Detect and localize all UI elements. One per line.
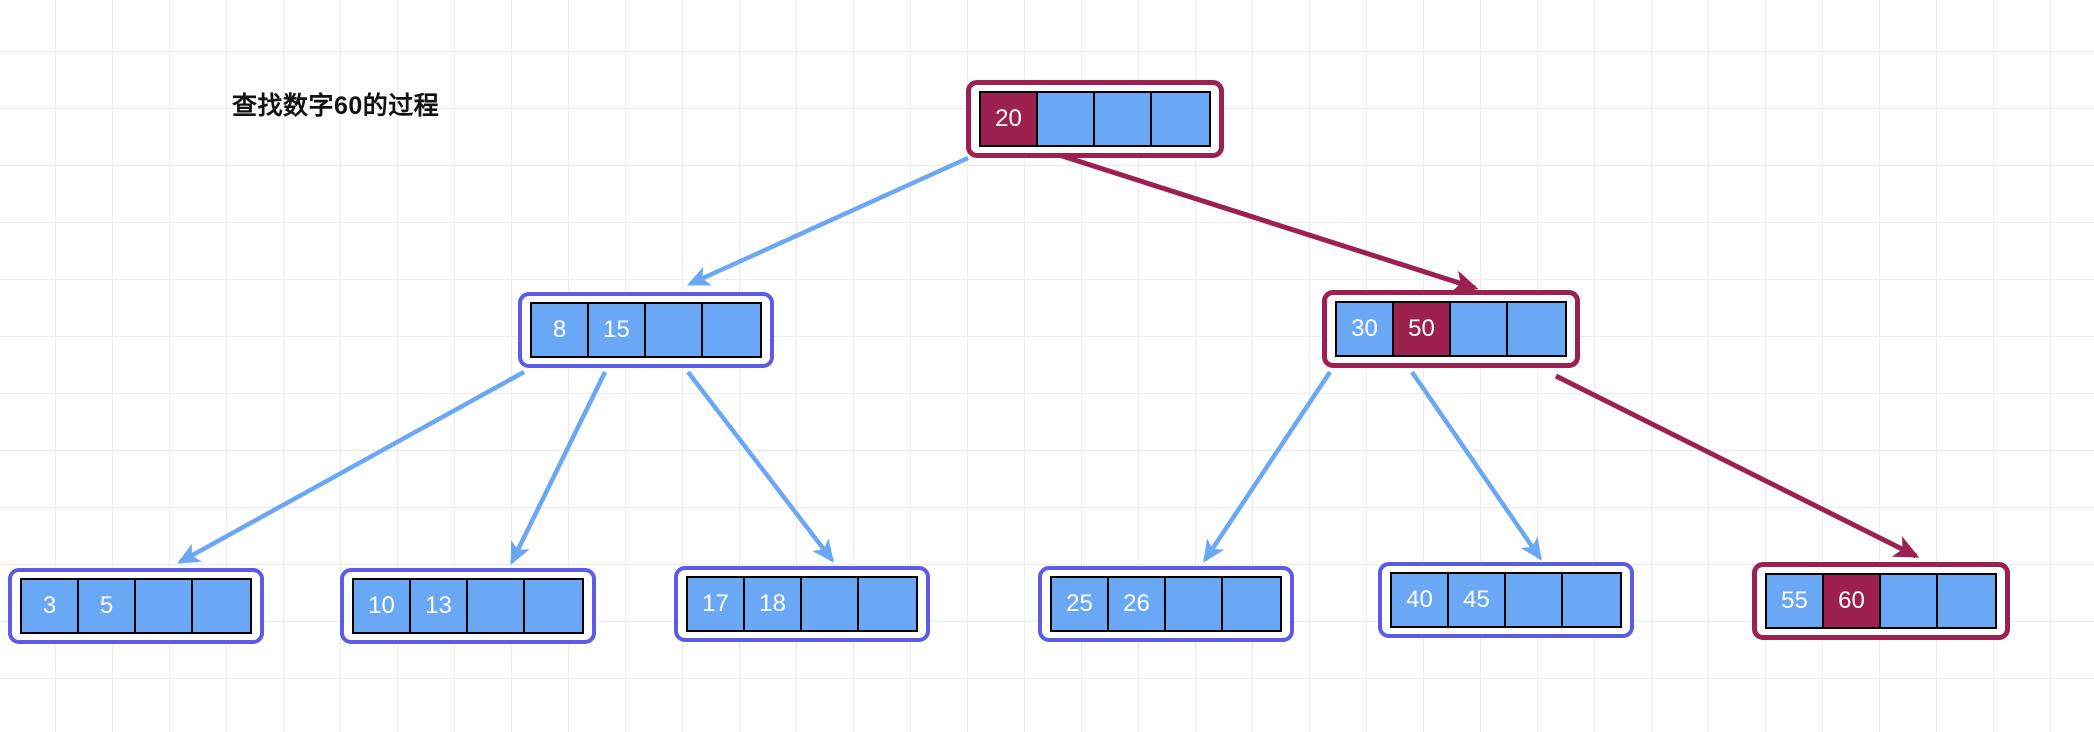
btree-cell-leaf-3-2[interactable] [802, 578, 859, 630]
btree-cell-root-0[interactable]: 20 [981, 93, 1038, 145]
btree-cell-root-2[interactable] [1095, 93, 1152, 145]
btree-cell-leaf-2-2[interactable] [468, 580, 525, 632]
page-title: 查找数字60的过程 [232, 92, 440, 120]
btree-cell-internal-right-3[interactable] [1508, 303, 1565, 355]
btree-edge-left-to-leaf3 [686, 370, 834, 563]
btree-cell-internal-right-2[interactable] [1451, 303, 1508, 355]
btree-cell-leaf-5-1[interactable]: 45 [1449, 574, 1506, 626]
btree-cell-leaf-1-2[interactable] [136, 580, 193, 632]
btree-cell-root-1[interactable] [1038, 93, 1095, 145]
btree-cell-leaf-5-3[interactable] [1563, 574, 1620, 626]
btree-cell-leaf-6-3[interactable] [1938, 575, 1995, 627]
btree-edge-root-to-left [687, 155, 969, 287]
btree-cell-leaf-1-0[interactable]: 3 [22, 580, 79, 632]
btree-cell-leaf-2-1[interactable]: 13 [411, 580, 468, 632]
btree-cell-leaf-5-0[interactable]: 40 [1392, 574, 1449, 626]
btree-cell-internal-right-1[interactable]: 50 [1394, 303, 1451, 355]
btree-cell-leaf-3-0[interactable]: 17 [688, 578, 745, 630]
btree-cell-leaf-6-2[interactable] [1881, 575, 1938, 627]
btree-cell-leaf-4-3[interactable] [1223, 578, 1280, 630]
btree-cell-leaf-4-2[interactable] [1166, 578, 1223, 630]
btree-cell-leaf-3-1[interactable]: 18 [745, 578, 802, 630]
btree-cell-row: 20 [979, 91, 1211, 147]
btree-cell-internal-left-1[interactable]: 15 [589, 304, 646, 356]
btree-cell-leaf-6-1[interactable]: 60 [1824, 575, 1881, 627]
btree-cell-leaf-1-1[interactable]: 5 [79, 580, 136, 632]
btree-edge-right-to-leaf4 [1203, 370, 1332, 563]
btree-cell-root-3[interactable] [1152, 93, 1209, 145]
btree-cell-leaf-4-0[interactable]: 25 [1052, 578, 1109, 630]
btree-cell-internal-left-0[interactable]: 8 [532, 304, 589, 356]
btree-cell-internal-left-2[interactable] [646, 304, 703, 356]
btree-node-root[interactable]: 20 [966, 80, 1224, 158]
btree-edge-left-to-leaf2 [509, 371, 608, 565]
btree-cell-leaf-1-3[interactable] [193, 580, 250, 632]
btree-cell-internal-left-3[interactable] [703, 304, 760, 356]
btree-cell-leaf-4-1[interactable]: 26 [1109, 578, 1166, 630]
btree-cell-leaf-2-3[interactable] [525, 580, 582, 632]
btree-cell-leaf-2-0[interactable]: 10 [354, 580, 411, 632]
btree-edge-left-to-leaf1 [177, 370, 526, 564]
btree-cell-leaf-5-2[interactable] [1506, 574, 1563, 626]
btree-edge-right-to-leaf6 [1554, 373, 1920, 559]
btree-edge-root-to-right [1055, 151, 1479, 293]
btree-cell-leaf-3-3[interactable] [859, 578, 916, 630]
btree-cell-internal-right-0[interactable]: 30 [1337, 303, 1394, 355]
btree-edge-right-to-leaf5 [1410, 370, 1542, 561]
btree-cell-leaf-6-0[interactable]: 55 [1767, 575, 1824, 627]
